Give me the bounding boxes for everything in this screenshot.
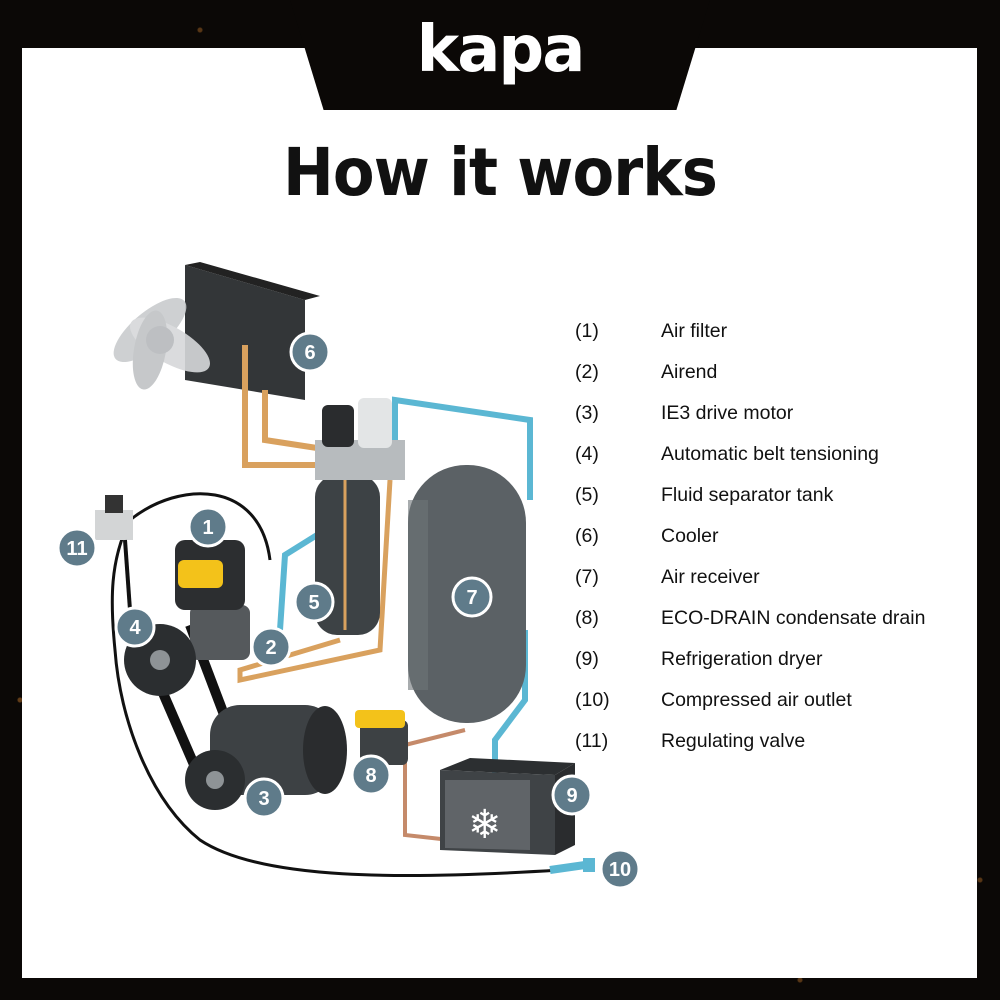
legend-item: (10) Compressed air outlet [575,689,975,730]
svg-text:5: 5 [308,592,319,614]
legend-label: Air receiver [661,566,760,588]
oil-pipe-2 [262,390,331,453]
legend-number: (2) [575,361,599,383]
outlet-fitting [583,858,595,872]
component-legend: (1) Air filter (2) Airend (3) IE3 drive mot… [575,320,975,771]
legend-label: ECO-DRAIN condensate drain [661,607,926,629]
badge-8: 8 [350,754,392,796]
airend [190,605,250,660]
condensate-pipe [403,728,466,842]
svg-text:1: 1 [202,517,213,539]
legend-label: Air filter [661,320,728,342]
legend-item: (11) Regulating valve [575,730,975,771]
svg-text:8: 8 [365,765,376,787]
badge-9: 9 [551,774,593,816]
legend-number: (7) [575,566,599,588]
legend-number: (8) [575,607,599,629]
badge-2: 2 [250,626,292,668]
drive-belt [110,519,561,878]
svg-text:6: 6 [304,342,315,364]
legend-item: (7) Air receiver [575,566,975,607]
legend-number: (6) [575,525,599,547]
legend-label: Cooler [661,525,719,547]
oil-pipe-1 [242,345,320,468]
legend-item: (6) Cooler [575,525,975,566]
cooler-side [185,262,320,300]
svg-text:7: 7 [466,587,477,609]
legend-item: (8) ECO-DRAIN condensate drain [575,607,975,648]
legend-item: (9) Refrigeration dryer [575,648,975,689]
svg-text:9: 9 [566,785,577,807]
air-pipe-outlet [549,861,586,874]
separator-filter-2 [358,398,392,448]
legend-number: (4) [575,443,599,465]
brand-logo: kapa [416,13,586,87]
svg-text:4: 4 [129,617,141,639]
eco-drain [360,720,408,765]
air-filter-cap [178,560,223,588]
badge-6: 6 [289,331,331,373]
legend-number: (11) [575,730,609,752]
legend-item: (5) Fluid separator tank [575,484,975,525]
legend-number: (1) [575,320,599,342]
legend-label: Airend [661,361,718,383]
legend-item: (1) Air filter [575,320,975,361]
legend-number: (3) [575,402,599,424]
legend-item: (4) Automatic belt tensioning [575,443,975,484]
badge-4: 4 [114,606,156,648]
cooler-panel [185,265,305,400]
legend-item: (2) Airend [575,361,975,402]
svg-text:3: 3 [258,788,269,810]
snowflake-icon: ❄ [468,802,502,848]
badge-11: 11 [56,527,98,569]
air-pipe-1 [392,396,533,500]
page-title: How it works [282,134,718,211]
drive-belt-loop [129,492,272,561]
air-pipe-2 [277,527,327,631]
badge-10: 10 [599,848,641,890]
legend-number: (10) [575,689,610,711]
fan [113,297,210,390]
legend-label: Automatic belt tensioning [661,443,879,465]
badge-1: 1 [187,506,229,548]
legend-number: (5) [575,484,599,506]
svg-text:2: 2 [265,637,276,659]
svg-text:10: 10 [609,859,631,881]
badge-7: 7 [451,576,493,618]
legend-item: (3) IE3 drive motor [575,402,975,443]
badge-3: 3 [243,777,285,819]
legend-number: (9) [575,648,599,670]
legend-label: Refrigeration dryer [661,648,823,670]
logo-tab: kapa [290,0,710,110]
regulating-valve [95,510,133,540]
refrigeration-dryer [440,770,555,855]
legend-label: Regulating valve [661,730,806,752]
legend-label: IE3 drive motor [661,402,794,424]
legend-label: Fluid separator tank [661,484,834,506]
badge-5: 5 [293,581,335,623]
separator-filter-1 [322,405,354,447]
svg-text:11: 11 [66,538,87,560]
legend-label: Compressed air outlet [661,689,852,711]
